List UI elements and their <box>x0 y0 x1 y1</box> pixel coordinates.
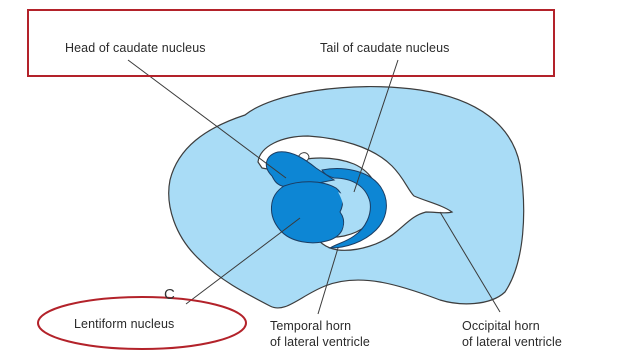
label-occipital-horn-line1: Occipital horn <box>462 318 540 334</box>
label-temporal-horn-line2: of lateral ventricle <box>270 334 370 350</box>
label-occipital-horn-line2: of lateral ventricle <box>462 334 562 350</box>
label-temporal-horn-line1: Temporal horn <box>270 318 351 334</box>
label-head-of-caudate-nucleus: Head of caudate nucleus <box>65 40 206 56</box>
hemisphere-outline <box>169 87 524 308</box>
label-lentiform-nucleus: Lentiform nucleus <box>74 316 174 332</box>
label-tail-of-caudate-nucleus: Tail of caudate nucleus <box>320 40 449 56</box>
panel-letter-c: C <box>164 286 175 303</box>
